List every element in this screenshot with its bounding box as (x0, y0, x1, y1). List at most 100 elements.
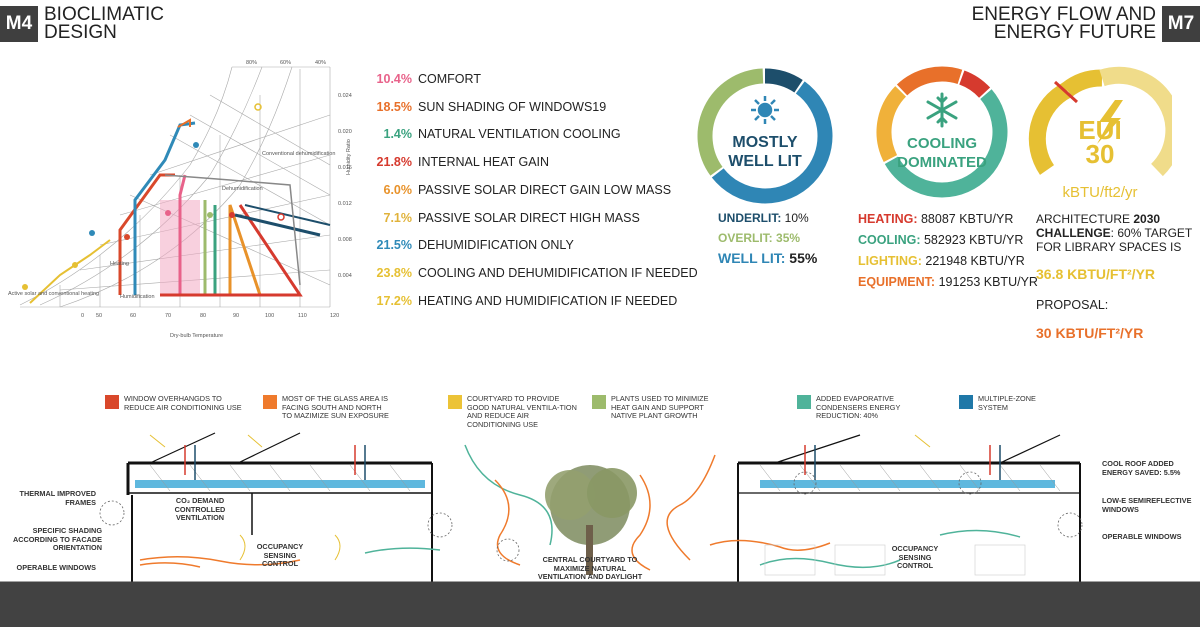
strategy-label: PASSIVE SOLAR DIRECT HIGH MASS (418, 210, 640, 225)
zone-label: Heating (110, 261, 129, 267)
strategy-label: SUN SHADING OF WINDOWS19 (418, 99, 607, 114)
callout-swatch (105, 395, 119, 409)
label-occupancy-right: OCCUPANCY SENSING CONTROL (891, 544, 939, 571)
strategy-row: 23.8%COOLING AND DEHUMIDIFICATION IF NEE… (372, 266, 698, 280)
gauge-arc-filled (1028, 82, 1072, 175)
eui-target-post: : 60% TARGET FOR LIBRARY SPACES IS (1036, 226, 1193, 254)
lightning-icon (1097, 100, 1123, 144)
eui-target-text: ARCHITECTURE 2030 CHALLENGE: 60% TARGET … (1036, 212, 1196, 254)
x-tick: 90 (233, 313, 239, 319)
y-tick: 0.024 (338, 93, 352, 99)
internal-heat-zone (160, 204, 303, 297)
y-tick: 0.020 (338, 129, 352, 135)
eui-target-bold: 2030 (1133, 212, 1161, 226)
x-tick: 0 (81, 313, 84, 319)
label-specific-shading: SPECIFIC SHADING ACCORDING TO FACADE ORI… (12, 526, 102, 553)
callout-courtyard: COURTYARD TO PROVIDE GOOD NATURAL VENTIL… (467, 394, 577, 429)
right-building (709, 434, 1083, 582)
x-tick: 80 (200, 313, 206, 319)
zone-label: Active solar and conventional heating (8, 291, 99, 297)
x-tick: 100 (265, 313, 274, 319)
footer-band (0, 582, 1200, 627)
energy-row-value: 88087 KBTU/YR (920, 212, 1014, 226)
donut-segment-equipment (896, 66, 963, 96)
rh-label: 40% (315, 60, 326, 66)
overlit-stat: OVERLIT: 35% (718, 231, 800, 245)
energy-row: LIGHTING: 221948 KBTU/YR (858, 254, 1025, 268)
energy-row-value: 221948 KBTU/YR (925, 254, 1025, 268)
sun-icon (751, 96, 779, 124)
zone-label: Conventional dehumidification (262, 151, 335, 157)
module-title-line: ENERGY FUTURE (993, 22, 1156, 43)
strategy-label: DEHUMIDIFICATION ONLY (418, 238, 574, 253)
strategy-row: 17.2% HEATING AND HUMIDIFICATION IF NEEDE… (372, 293, 678, 308)
duct (760, 480, 1055, 488)
proposal-value: 30 KBTU/FT²/YR (1036, 325, 1144, 341)
strategy-dot (207, 212, 213, 218)
strategy-row: 6.0%PASSIVE SOLAR DIRECT GAIN LOW MASS (372, 182, 672, 197)
strategy-label: HEATING AND HUMIDIFICATION IF NEEDED (418, 293, 678, 308)
strategy-pct: 21.8% (376, 155, 412, 170)
strategy-label: COMFORT (418, 72, 481, 86)
strategy-row: 21.8% INTERNAL HEAT GAIN (372, 155, 550, 170)
label-central-courtyard: CENTRAL COURTYARD TO MAXIMIZE NATURAL VE… (537, 555, 643, 582)
underlit-label: UNDERLIT: (718, 211, 782, 225)
duct (135, 480, 425, 488)
psychrometric-chart: 0 50 60 70 80 90 100 110 120 Dry-bulb Te… (8, 60, 352, 339)
energy-row-value: 582923 KBTU/YR (923, 233, 1024, 247)
donut-segment-overlit (697, 68, 764, 176)
energy-title: COOLING DOMINATED (887, 134, 997, 172)
strategy-pct: 1.4% (383, 127, 413, 142)
callout-swatch (263, 395, 277, 409)
energy-row-value: 191253 KBTU/YR (938, 275, 1038, 289)
gauge-target-mark (1053, 80, 1079, 104)
x-tick: 110 (298, 313, 307, 319)
proposal-label: PROPOSAL: (1036, 298, 1109, 312)
arrow-mark (177, 118, 191, 128)
rh-label: 60% (280, 60, 291, 66)
strategy-pct: 17.2% (376, 293, 412, 308)
welllit-value: 55% (789, 250, 818, 266)
daylight-title: MOSTLY WELL LIT (715, 133, 815, 171)
energy-row: HEATING: 88087 KBTU/YR (858, 212, 1013, 226)
energy-row-label: EQUIPMENT: (858, 275, 936, 289)
label-operable-windows-left: OPERABLE WINDOWS (16, 563, 96, 572)
strategy-label: PASSIVE SOLAR DIRECT GAIN LOW MASS (418, 182, 672, 197)
donut-segment-lighting (876, 86, 907, 162)
eui-target-value: 36.8 KBTU/FT²/YR (1036, 266, 1156, 282)
daylight-donut (697, 68, 833, 204)
y-axis-label: Humidity Ratio (346, 139, 352, 175)
tree (545, 470, 595, 520)
energy-donut (876, 66, 1008, 198)
strategy-dot (254, 103, 262, 111)
eui-target-bold: CHALLENGE (1036, 226, 1111, 240)
label-operable-windows-right: OPERABLE WINDOWS (1102, 532, 1182, 541)
energy-row-label: LIGHTING: (858, 254, 922, 268)
tree (587, 468, 637, 518)
strategy-pct: 21.5% (376, 238, 412, 253)
label-co2: CO₂ DEMAND CONTROLLED VENTILATION (174, 496, 226, 523)
dehumid-zone (133, 121, 196, 295)
passive-solar-zone (228, 204, 262, 296)
label-low-e: LOW-E SEMIREFLECTIVE WINDOWS (1102, 496, 1192, 514)
y-tick: 0.008 (338, 237, 352, 243)
energy-title-line: COOLING (907, 135, 977, 152)
strategy-dot (193, 142, 199, 148)
comfort-boundary (178, 174, 187, 295)
callout-swatch (797, 395, 811, 409)
strategy-row: 1.4%NATURAL VENTILATION COOLING (372, 127, 621, 141)
x-tick: 70 (165, 313, 171, 319)
callout-condensers: ADDED EVAPORATIVE CONDENSERS ENERGY REDU… (816, 394, 901, 421)
energy-row-label: COOLING: (858, 233, 921, 247)
module-title-line: ENERGY FLOW AND (971, 4, 1156, 25)
eui-title: EUI (1078, 115, 1122, 145)
energy-title-line: DOMINATED (897, 154, 987, 171)
callout-overhangs: WINDOW OVERHANGDS TO REDUCE AIR CONDITIO… (124, 394, 242, 412)
welllit-stat: WELL LIT: 55% (718, 250, 817, 266)
overlit-label: OVERLIT: (718, 231, 773, 245)
dehumid-line (234, 213, 321, 237)
x-tick: 50 (96, 313, 102, 319)
strategy-label: INTERNAL HEAT GAIN (418, 155, 550, 170)
energy-row: COOLING: 582923 KBTU/YR (858, 233, 1023, 247)
module-title-bioclimatic: BIOCLIMATIC DESIGN (44, 5, 164, 42)
